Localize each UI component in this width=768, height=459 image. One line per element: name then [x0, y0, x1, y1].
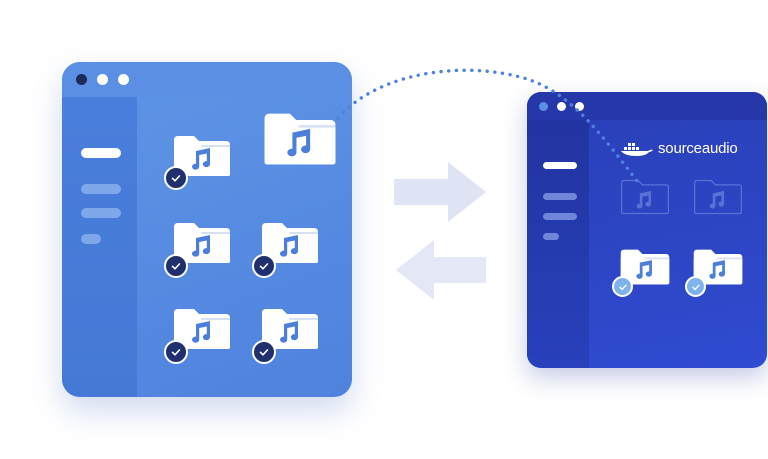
- brand-logo: sourceaudio: [620, 139, 738, 159]
- checkmark-icon: [612, 276, 633, 297]
- window-close-dot[interactable]: [539, 102, 548, 111]
- destination-sidebar: [527, 120, 589, 368]
- arrow-left-icon: [396, 240, 486, 300]
- window-maximize-dot[interactable]: [575, 102, 584, 111]
- checkmark-icon: [252, 340, 276, 364]
- source-sidebar: [62, 97, 137, 397]
- sidebar-item[interactable]: [543, 233, 559, 240]
- checkmark-icon: [252, 254, 276, 278]
- window-maximize-dot[interactable]: [118, 74, 129, 85]
- destination-window-titlebar: [527, 92, 767, 120]
- sidebar-item[interactable]: [543, 193, 577, 200]
- source-window-titlebar: [62, 62, 352, 97]
- sidebar-item[interactable]: [543, 213, 577, 220]
- sidebar-item[interactable]: [81, 208, 121, 218]
- arrow-right-icon: [394, 162, 486, 222]
- window-close-dot[interactable]: [76, 74, 87, 85]
- destination-window: [527, 92, 767, 368]
- checkmark-icon: [685, 276, 706, 297]
- sidebar-item[interactable]: [81, 234, 101, 244]
- sidebar-item-active[interactable]: [543, 162, 577, 169]
- window-minimize-dot[interactable]: [557, 102, 566, 111]
- docker-whale-icon: [621, 143, 653, 156]
- checkmark-icon: [164, 254, 188, 278]
- checkmark-icon: [164, 340, 188, 364]
- checkmark-icon: [164, 166, 188, 190]
- window-minimize-dot[interactable]: [97, 74, 108, 85]
- sidebar-item[interactable]: [81, 184, 121, 194]
- sidebar-item-active[interactable]: [81, 148, 121, 158]
- brand-name: sourceaudio: [658, 140, 738, 157]
